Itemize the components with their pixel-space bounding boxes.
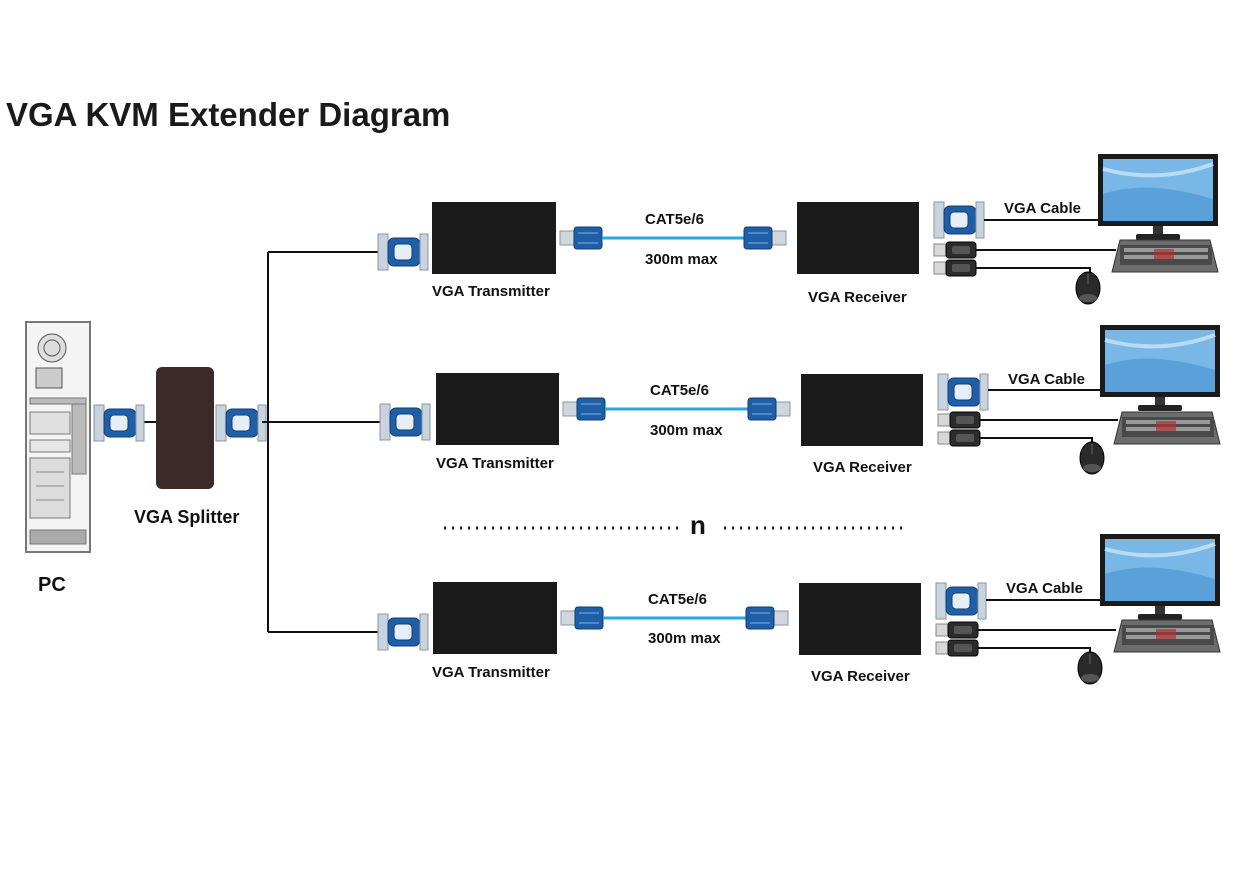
mouse-3-icon — [1077, 651, 1103, 685]
splitter-bus-line — [266, 252, 269, 632]
receiver-label-3: VGA Receiver — [811, 668, 910, 685]
vga-cable-label-3: VGA Cable — [1006, 580, 1083, 597]
n-label: n — [690, 510, 706, 540]
cable-length-label-3: 300m max — [648, 630, 721, 647]
tx1-vga-connector-icon — [377, 233, 429, 271]
cable-type-label-3: CAT5e/6 — [648, 591, 707, 608]
cable-length-label-1: 300m max — [645, 251, 718, 268]
cable-type-label-2: CAT5e/6 — [650, 382, 709, 399]
rx3-vga-connector-icon — [935, 582, 987, 620]
tx1-rj45-icon — [559, 226, 603, 250]
vga-cable-label-1: VGA Cable — [1004, 200, 1081, 217]
rx1-keyboard-usb-icon — [933, 241, 977, 259]
rx1-vga-connector-icon — [933, 201, 985, 239]
mouse-2-icon — [1079, 441, 1105, 475]
cable-type-label-1: CAT5e/6 — [645, 211, 704, 228]
pc-label: PC — [38, 574, 66, 596]
keyboard-3-icon — [1113, 619, 1221, 653]
tx2-vga-connector-icon — [379, 403, 431, 441]
keyboard-2-icon — [1113, 411, 1221, 445]
rx1-mouse-usb-icon — [933, 259, 977, 277]
rx3-mouse-usb-icon — [935, 639, 979, 657]
vga-splitter-box — [156, 367, 214, 489]
diagram-title: VGA KVM Extender Diagram — [6, 96, 451, 133]
rx3-rj45-icon — [745, 606, 789, 630]
monitor-1-icon — [1096, 152, 1220, 242]
rx2-rj45-icon — [747, 397, 791, 421]
rx2-mouse-usb-icon — [937, 429, 981, 447]
keyboard-1-icon — [1111, 239, 1219, 273]
pc-vga-connector-icon — [93, 404, 145, 442]
transmitter-label-2: VGA Transmitter — [436, 455, 554, 472]
pc-tower-icon — [25, 321, 91, 553]
splitter-label: VGA Splitter — [134, 507, 240, 527]
rx1-rj45-icon — [743, 226, 787, 250]
vga-transmitter-3 — [433, 582, 557, 654]
mouse-1-icon — [1075, 271, 1101, 305]
rx2-keyboard-usb-icon — [937, 411, 981, 429]
vga-cable-label-2: VGA Cable — [1008, 371, 1085, 388]
monitor-3-icon — [1098, 532, 1222, 622]
vga-transmitter-1 — [432, 202, 556, 274]
vga-receiver-2 — [801, 374, 923, 446]
vga-receiver-3 — [799, 583, 921, 655]
rx2-vga-connector-icon — [937, 373, 989, 411]
vga-receiver-1 — [797, 202, 919, 274]
receiver-label-2: VGA Receiver — [813, 459, 912, 476]
receiver-label-1: VGA Receiver — [808, 289, 907, 306]
tx3-vga-connector-icon — [377, 613, 429, 651]
splitter-out-connector-icon — [215, 404, 267, 442]
tx3-rj45-icon — [560, 606, 604, 630]
vga-transmitter-2 — [436, 373, 559, 445]
transmitter-label-3: VGA Transmitter — [432, 664, 550, 681]
monitor-2-icon — [1098, 323, 1222, 413]
tx2-rj45-icon — [562, 397, 606, 421]
transmitter-label-1: VGA Transmitter — [432, 283, 550, 300]
cable-length-label-2: 300m max — [650, 422, 723, 439]
rx3-keyboard-usb-icon — [935, 621, 979, 639]
